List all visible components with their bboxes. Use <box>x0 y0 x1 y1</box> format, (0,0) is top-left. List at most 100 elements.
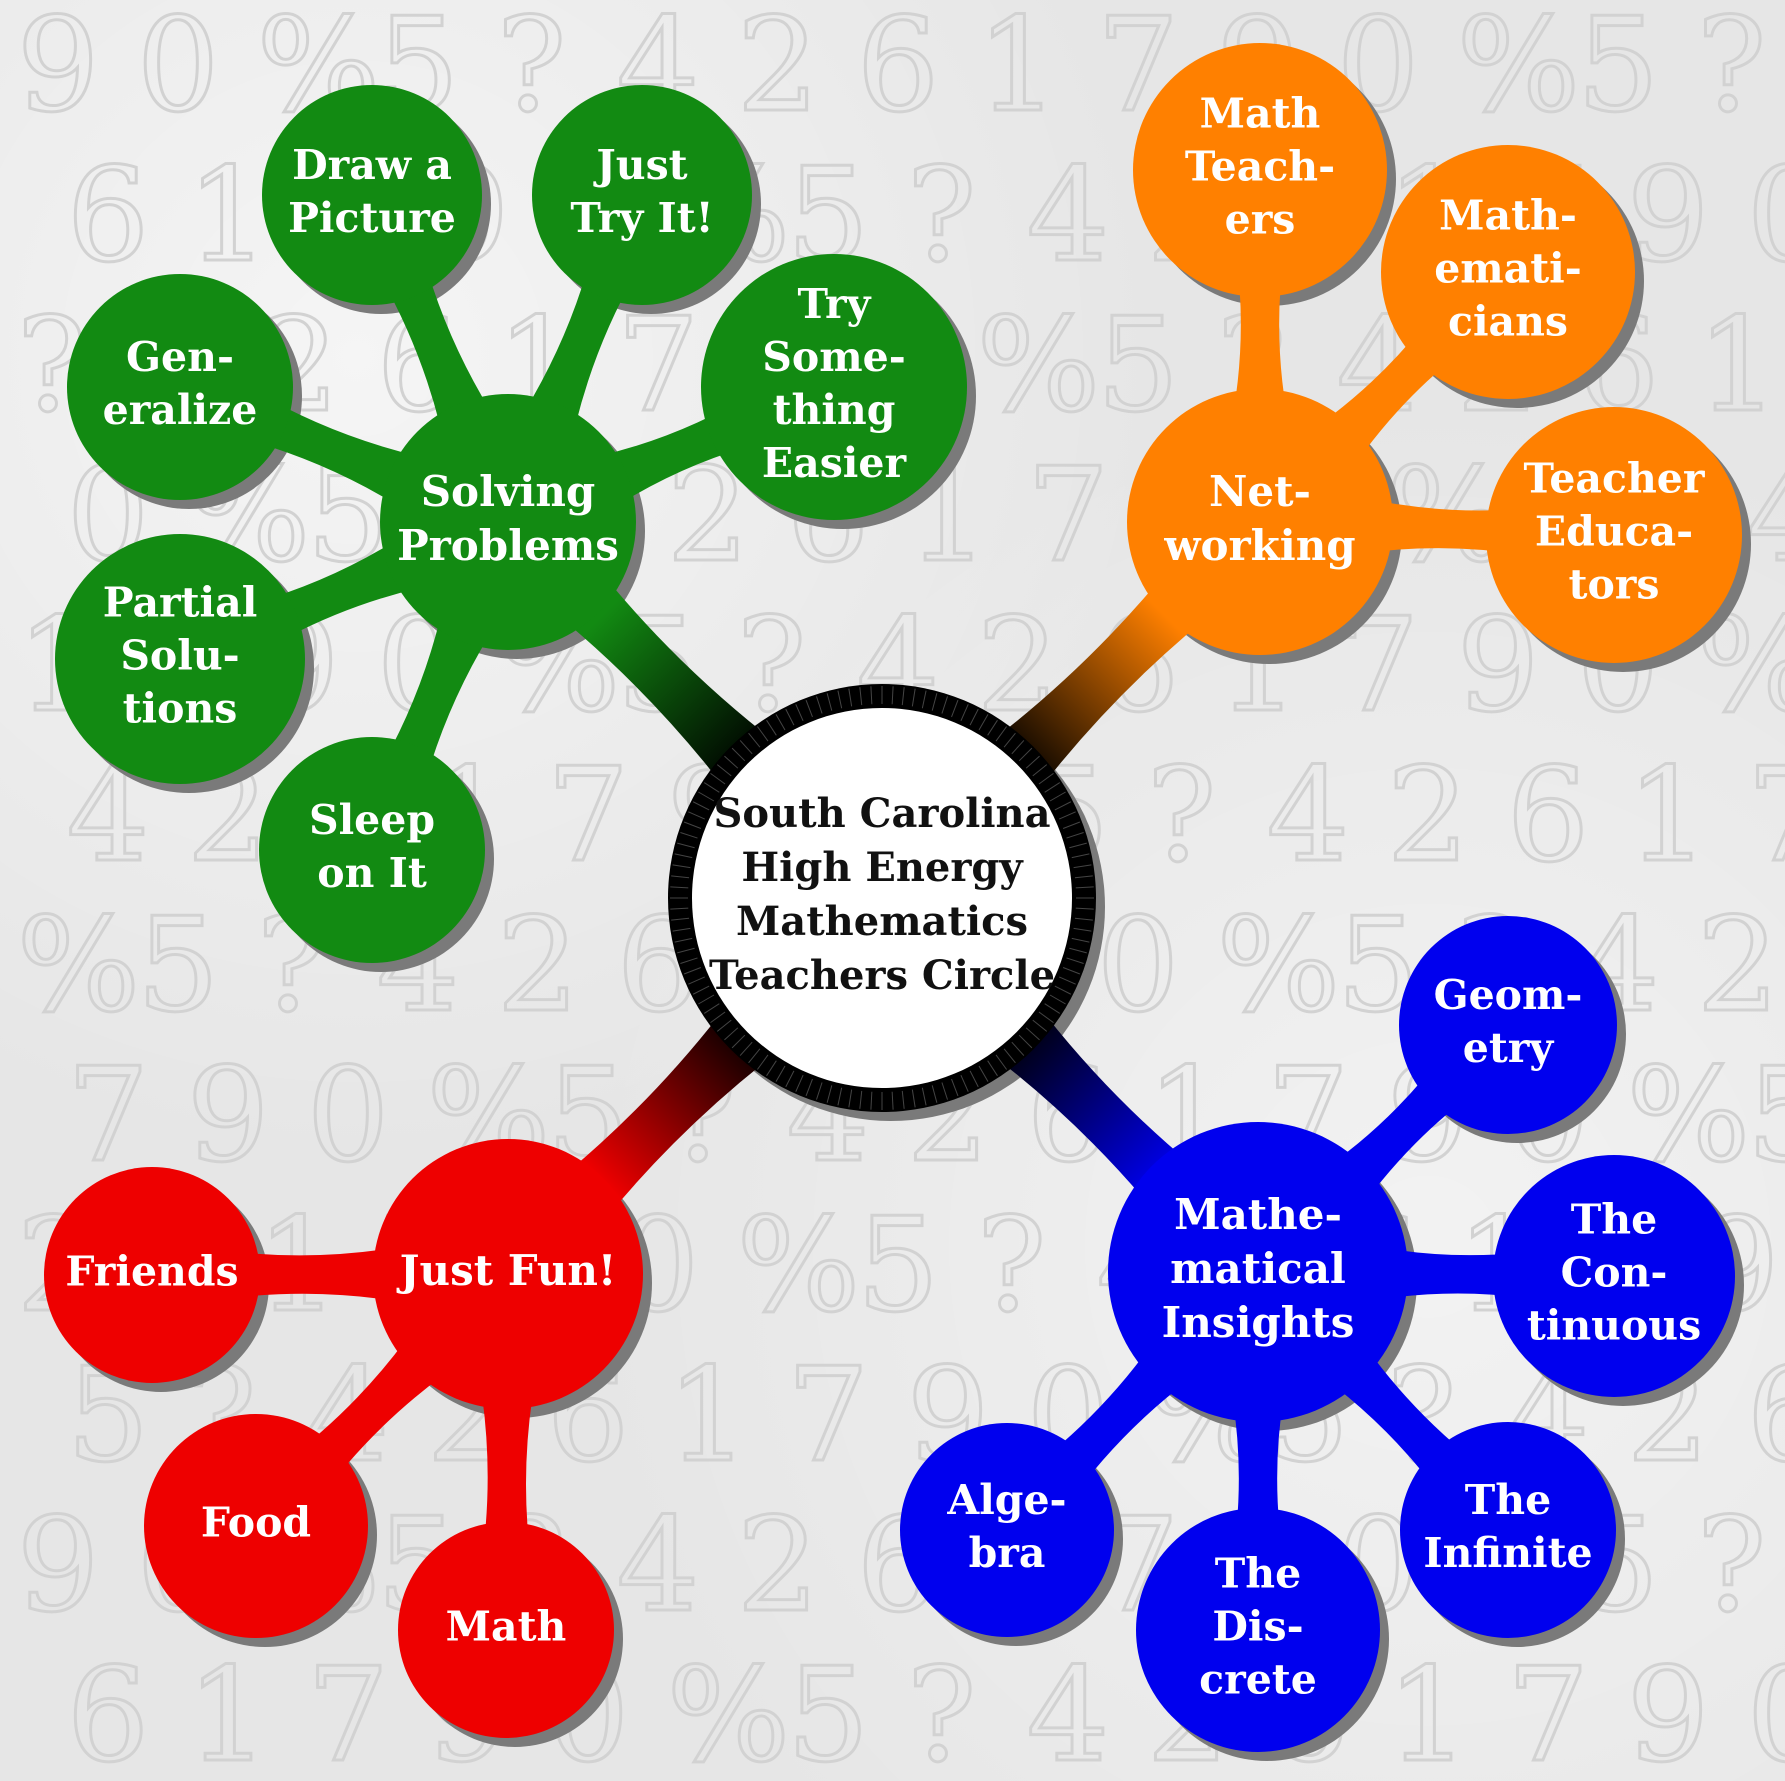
background-glyph: % <box>17 889 141 1041</box>
background-glyph: 5 <box>137 889 220 1041</box>
leaf-label-just-try: Just <box>593 141 687 189</box>
background-glyph: ? <box>497 0 567 141</box>
central-ring-tick <box>1011 740 1025 755</box>
leaf-label-mathematicians: emati- <box>1434 245 1582 293</box>
leaf-label-draw: Picture <box>288 194 456 242</box>
central-ring-tick <box>692 985 710 995</box>
node-layer <box>44 43 1742 1752</box>
branch-label-networking: working <box>1163 521 1355 570</box>
background-glyph: 9 <box>17 0 100 141</box>
leaf-label-continuous: tinuous <box>1527 1302 1701 1350</box>
central-ring-tick <box>1066 832 1084 839</box>
background-glyph: % <box>1457 0 1581 141</box>
central-ring-tick <box>1074 917 1093 921</box>
background-glyph: 6 <box>857 0 940 141</box>
central-ring-tick <box>766 1060 777 1077</box>
central-ring-tick <box>677 947 695 954</box>
central-ring-tick <box>1073 864 1092 869</box>
central-ring-tick <box>931 693 938 711</box>
leaf-label-algebra: Alge- <box>946 1476 1066 1524</box>
background-glyph: % <box>1217 889 1341 1041</box>
leaf-label-geometry: Geom- <box>1434 971 1583 1019</box>
central-ring-tick <box>921 1087 927 1106</box>
central-ring-tick <box>1071 853 1090 859</box>
central-ring-tick <box>951 1078 959 1097</box>
central-ring-tick <box>703 1003 720 1014</box>
background-glyph: 6 <box>67 1639 150 1781</box>
central-ring-tick <box>795 704 804 721</box>
branch-label-networking: Net- <box>1209 467 1311 516</box>
background-glyph: 0 <box>1747 139 1785 291</box>
background-glyph: 4 <box>1747 439 1785 591</box>
branch-node-solving <box>380 394 636 650</box>
central-ring-tick <box>816 1082 823 1100</box>
central-ring-tick <box>1073 927 1092 932</box>
central-ring-tick <box>960 704 969 721</box>
background-glyph: 7 <box>1027 439 1110 591</box>
leaf-node-sleep <box>259 737 485 963</box>
background-glyph: 7 <box>67 1039 150 1191</box>
leaf-node-continuous <box>1493 1155 1735 1397</box>
leaf-label-continuous: The <box>1571 1196 1657 1244</box>
leaf-label-sleep: Sleep <box>309 796 435 844</box>
leaf-label-mathematicians: cians <box>1448 298 1568 346</box>
background-glyph: 2 <box>737 0 820 141</box>
central-ring-tick <box>901 687 905 706</box>
leaf-node-math <box>398 1522 614 1738</box>
central-ring-tick <box>995 726 1008 742</box>
central-ring-tick <box>1069 947 1087 954</box>
background-glyph: 1 <box>1387 1639 1470 1781</box>
central-ring-tick <box>674 937 693 943</box>
background-glyph: 4 <box>1267 739 1350 891</box>
central-ring-tick <box>1003 732 1016 748</box>
leaf-node-algebra <box>900 1423 1114 1637</box>
central-ring-tick <box>710 1011 726 1024</box>
branch-label-fun: Just Fun! <box>396 1246 617 1295</box>
background-glyph: 2 <box>1697 889 1780 1041</box>
background-glyph: 2 <box>737 1489 820 1641</box>
central-ring-tick <box>785 708 795 726</box>
central-ring-tick <box>683 967 702 975</box>
leaf-node-teacher-educators <box>1486 407 1742 663</box>
background-glyph: 6 <box>1507 739 1590 891</box>
central-ring-tick <box>1018 747 1033 762</box>
branch-label-insights: Insights <box>1162 1298 1355 1347</box>
central-ring-tick <box>826 1085 833 1103</box>
central-ring-tick <box>931 1085 938 1103</box>
leaf-label-algebra: bra <box>969 1529 1046 1577</box>
background-glyph: ? <box>977 1189 1047 1341</box>
background-glyph: % <box>977 289 1101 441</box>
central-ring-tick <box>1075 886 1094 889</box>
central-ring-tick <box>987 1060 998 1077</box>
central-ring-tick <box>775 1065 786 1082</box>
leaf-label-teacher-educators: Educa- <box>1535 508 1693 556</box>
background-glyph: % <box>667 1639 791 1781</box>
central-ring-tick <box>680 957 698 964</box>
leaf-label-easier: thing <box>773 386 896 434</box>
leaf-label-math-teachers: Teach- <box>1185 143 1335 191</box>
background-glyph: 9 <box>1627 1639 1710 1781</box>
central-ring-tick <box>951 699 959 718</box>
leaf-node-math-teachers <box>1133 43 1387 297</box>
background-glyph: 1 <box>187 139 270 291</box>
leaf-label-infinite: Infinite <box>1423 1529 1592 1577</box>
central-ring-tick <box>826 693 833 711</box>
central-ring-tick <box>748 1048 761 1064</box>
leaf-label-easier: Try <box>798 280 872 328</box>
central-ring-tick <box>1032 764 1048 777</box>
background-glyph: 5 <box>1577 0 1660 141</box>
background-glyph: ? <box>907 139 977 291</box>
leaf-label-geometry: etry <box>1463 1024 1555 1072</box>
background-glyph: 7 <box>307 1639 390 1781</box>
leaf-node-discrete <box>1136 1508 1380 1752</box>
leaf-label-discrete: crete <box>1199 1656 1317 1704</box>
central-ring-tick <box>921 690 927 709</box>
leaf-label-generalize: eralize <box>103 386 258 434</box>
background-glyph: ? <box>1697 0 1767 141</box>
central-ring-tick <box>805 1078 813 1097</box>
leaf-label-math-teachers: ers <box>1225 196 1296 244</box>
central-ring-tick <box>671 875 690 879</box>
background-glyph: ? <box>1697 1489 1767 1641</box>
central-ring-tick <box>698 994 715 1005</box>
central-ring-tick <box>748 732 761 748</box>
